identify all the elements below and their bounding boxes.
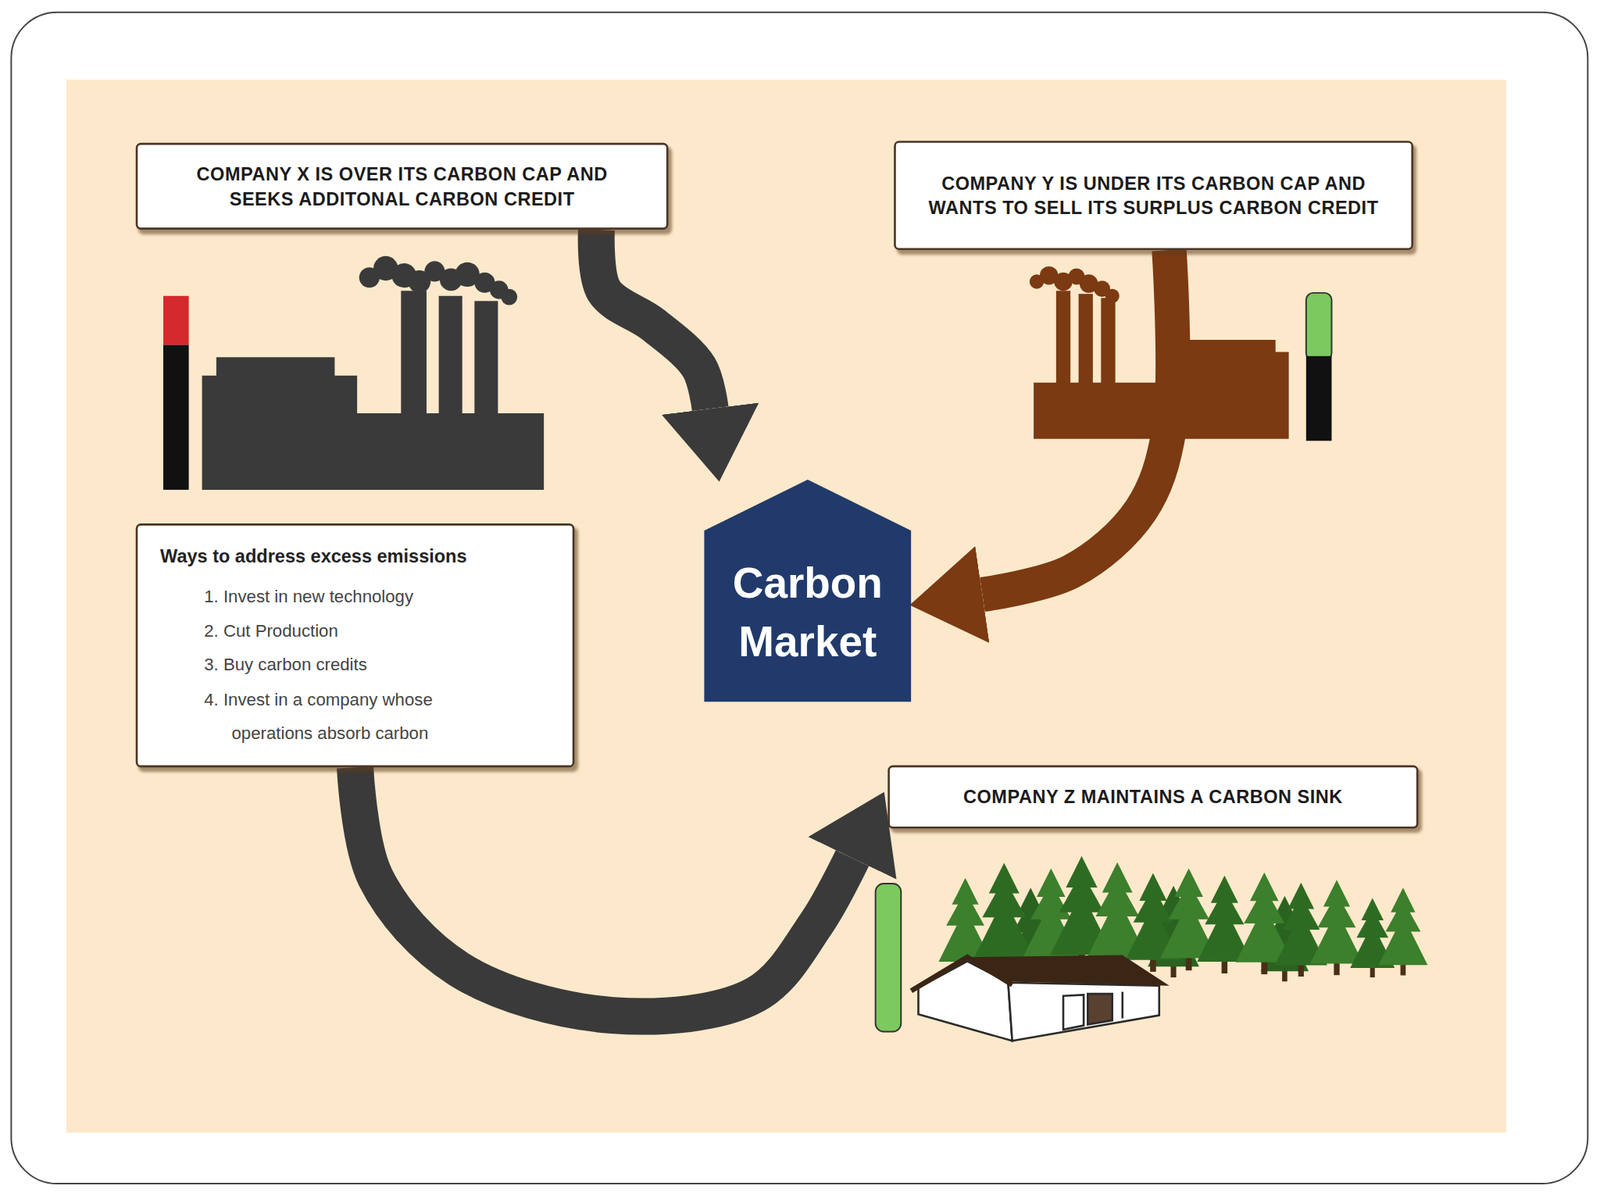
pine-tree	[1350, 897, 1395, 978]
factory-building	[1033, 339, 1290, 440]
emission-meter-base	[163, 344, 190, 490]
emission-meter-under	[1306, 292, 1333, 361]
list-item: 1. Invest in new technology	[203, 579, 487, 615]
barn-roof-edge	[910, 957, 1012, 991]
factory-chimney	[439, 296, 463, 416]
flow-arrow	[355, 767, 853, 1017]
market-label: Carbon Market	[714, 553, 901, 671]
factory-chimney	[400, 290, 427, 415]
flow-arrow	[596, 229, 711, 409]
factory-chimney	[1056, 290, 1071, 385]
pine-tree	[1378, 887, 1428, 975]
factory-y	[1029, 266, 1290, 440]
barn	[910, 955, 1169, 1042]
ways-box: Ways to address excess emissions 1. Inves…	[135, 523, 575, 768]
carbon-sink-meter	[875, 883, 902, 1032]
emission-meter-over	[163, 296, 190, 346]
barn-roof	[967, 955, 1170, 986]
barn-wall	[1007, 982, 1159, 1041]
emission-meter-base	[1306, 356, 1333, 441]
list-heading: Ways to address excess emissions	[160, 543, 553, 568]
statement-box: COMPANY X IS OVER ITS CARBON CAP AND SEE…	[135, 142, 669, 230]
smoke-puff	[1105, 289, 1120, 304]
statement-text: COMPANY X IS OVER ITS CARBON CAP AND SEE…	[171, 161, 633, 211]
market-house: Carbon Market	[703, 479, 911, 703]
factory-chimney	[1078, 293, 1093, 385]
factory-chimney	[474, 300, 498, 415]
list-item: 3. Buy carbon credits	[203, 647, 487, 683]
factory-x	[202, 256, 545, 490]
smoke-puff	[500, 289, 518, 306]
house-shape	[703, 479, 911, 703]
barn-post	[1121, 992, 1124, 1019]
factory-chimney	[1100, 297, 1115, 385]
background-panel	[66, 79, 1507, 1133]
barn-door	[1063, 994, 1084, 1029]
list-item: 2. Cut Production	[203, 614, 487, 649]
statement-box: COMPANY Y IS UNDER ITS CARBON CAP AND WA…	[893, 140, 1414, 250]
barn-door	[1087, 993, 1112, 1025]
slide-frame	[10, 12, 1588, 1184]
list-item: 4. Invest in a company whose operations …	[203, 682, 487, 751]
statement-text: COMPANY Y IS UNDER ITS CARBON CAP AND WA…	[922, 171, 1384, 221]
statement-box: COMPANY Z MAINTAINS A CARBON SINK	[887, 765, 1418, 829]
statement-text: COMPANY Z MAINTAINS A CARBON SINK	[963, 784, 1343, 809]
